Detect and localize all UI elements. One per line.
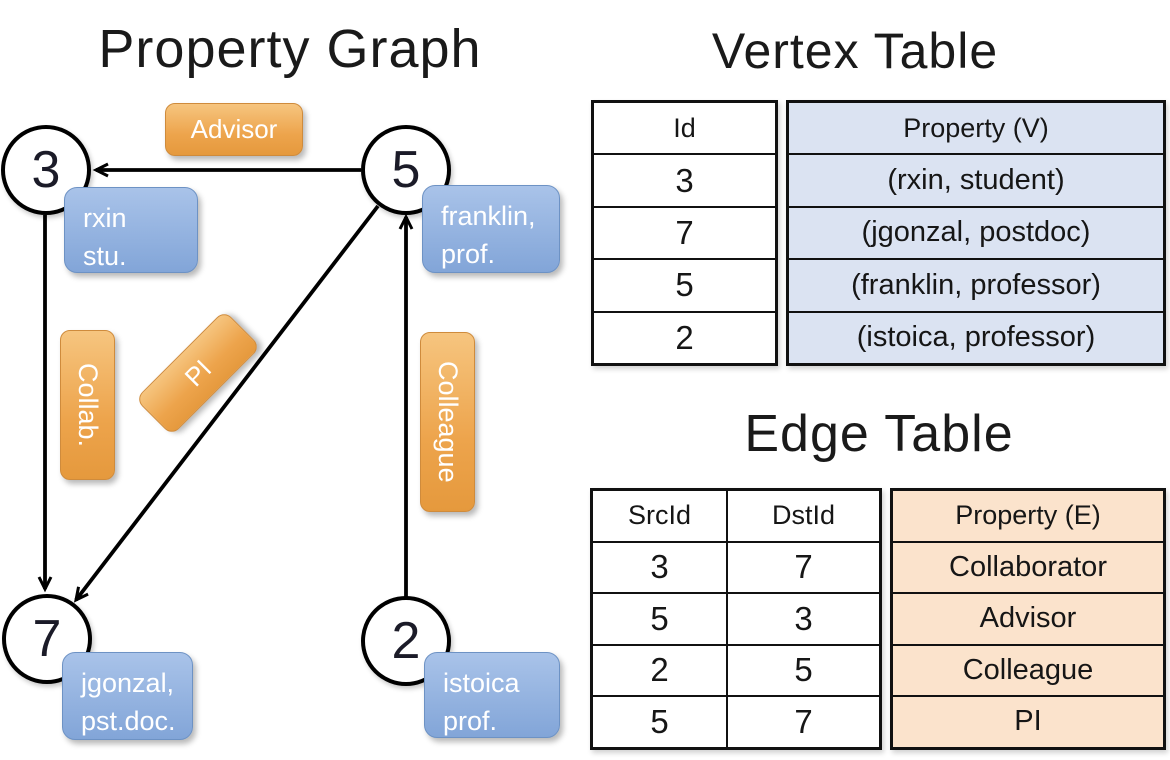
vertex-table-property-cell: (rxin, student) [786,153,1166,208]
vertex-property-line: stu. [83,241,127,271]
edge-table-srcid-cell: 5 [590,592,728,646]
edge-table-property-header: Property (E) [890,488,1166,543]
edge-table-property-column: Property (E) Collaborator Advisor Collea… [890,488,1166,750]
vertex-property-box-7: jgonzal, pst.doc. [62,652,193,740]
property-graph-title: Property Graph [98,19,482,79]
vertex-table-id-column: Id 3 7 5 2 [591,100,778,366]
vertex-table-property-column: Property (V) (rxin, student) (jgonzal, p… [786,100,1166,366]
vertex-property-line: prof. [443,706,498,736]
edge-table-id-columns: SrcId DstId 3 7 5 3 2 5 5 7 [590,488,882,750]
edge-table-dstid-cell: 5 [726,643,882,697]
vertex-property-line: prof. [441,239,496,269]
edge-table-property-cell: Collaborator [890,540,1166,594]
vertex-table-title: Vertex Table [711,23,999,79]
edge-table-dstid-header: DstId [726,488,882,543]
node-id-label: 7 [32,610,62,668]
edge-table-title: Edge Table [744,405,1014,463]
edge-table-dstid-cell: 7 [726,695,882,749]
node-id-label: 2 [391,612,421,670]
vertex-table-property-cell: (franklin, professor) [786,258,1166,313]
edge-arrow-5-to-7-pi [73,204,380,603]
edge-label-advisor: Advisor [165,103,303,156]
edge-label-colleague: Colleague [420,332,475,512]
vertex-property-line: franklin, [441,201,536,231]
edge-label-collab: Collab. [60,330,115,480]
edge-table-srcid-cell: 5 [590,695,728,749]
vertex-table-property-cell: (istoica, professor) [786,310,1166,366]
vertex-property-box-3: rxin stu. [64,187,198,273]
edge-table-srcid-cell: 2 [590,643,728,697]
edge-table-dstid-cell: 3 [726,592,882,646]
node-id-label: 3 [31,141,61,199]
edge-table-dstid-cell: 7 [726,540,882,594]
edge-table-property-cell: Colleague [890,643,1166,697]
edge-table-property-cell: PI [890,695,1166,749]
vertex-property-box-2: istoica prof. [424,652,560,738]
vertex-property-line: rxin [83,203,127,233]
vertex-table-id-cell: 3 [591,153,778,208]
vertex-property-line: istoica [443,668,520,698]
vertex-property-box-5: franklin, prof. [422,185,560,273]
edge-table-srcid-header: SrcId [590,488,728,543]
edge-table-srcid-cell: 3 [590,540,728,594]
edge-table-property-cell: Advisor [890,592,1166,646]
vertex-table-id-header: Id [591,100,778,156]
vertex-table-property-cell: (jgonzal, postdoc) [786,205,1166,261]
graph-node-3: 3 [1,125,91,215]
vertex-table-id-cell: 7 [591,205,778,261]
vertex-table-property-header: Property (V) [786,100,1166,156]
vertex-table-id-cell: 5 [591,258,778,313]
vertex-property-line: pst.doc. [81,706,176,736]
vertex-property-line: jgonzal, [81,668,175,698]
vertex-table-id-cell: 2 [591,310,778,366]
node-id-label: 5 [391,141,421,199]
